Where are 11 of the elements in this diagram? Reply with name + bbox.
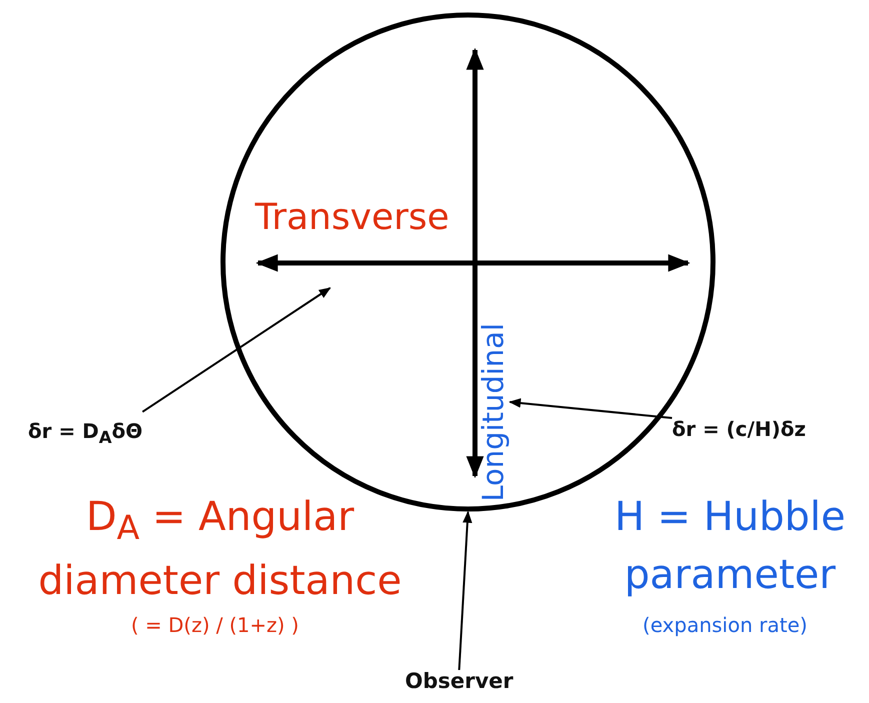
formula-label: δr = (c/H)δz [672, 418, 806, 440]
term-definition: D$_{A}$ = Angular diameter distance [37, 493, 403, 606]
pointer-arrow [142, 287, 331, 413]
formula-note: (expansion rate) [642, 614, 808, 636]
formula-note: ( = D(z) / (1+z) ) [130, 614, 300, 636]
formula-label: Observer [405, 670, 514, 694]
leader-line [458, 510, 472, 670]
axis-label: Longitudinal [478, 323, 510, 502]
axis-label: Transverse [255, 198, 450, 238]
term-definition: H = Hubble parameter [614, 493, 846, 600]
formula-label: δr = D$_{A}$δΘ [28, 420, 143, 448]
